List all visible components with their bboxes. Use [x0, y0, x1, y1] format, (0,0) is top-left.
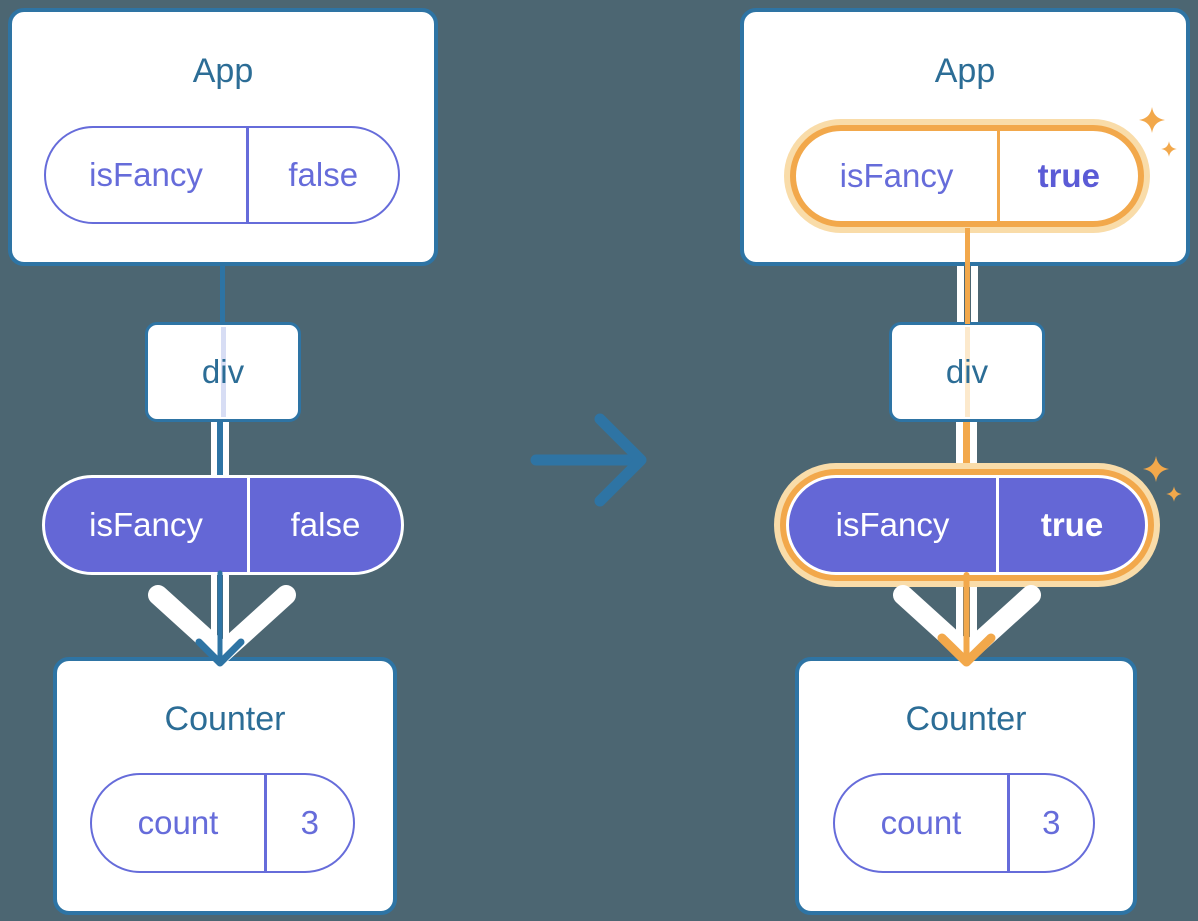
prop-pipe-white-left [956, 574, 963, 642]
passed-prop-pill-after: isFancy true [786, 475, 1148, 575]
prop-value-label: false [288, 156, 359, 193]
prop-pipe-white-right [971, 262, 978, 324]
prop-name-label: isFancy [835, 506, 950, 543]
prop-arrowhead-after [893, 572, 1041, 667]
prop-pipe-white-right [223, 418, 229, 479]
prop-pipe-white-right [223, 572, 229, 642]
prop-pipe-white-left [957, 262, 964, 324]
app-title-before: App [192, 52, 254, 90]
div-label: div [201, 353, 245, 390]
state-value-label: 3 [1042, 804, 1061, 841]
pill-divider [997, 131, 1000, 221]
pill-divider [246, 128, 249, 222]
counter-state-pill-before: count 3 [90, 773, 355, 873]
tree-edge-app-div-before [219, 262, 225, 324]
div-node-after: div [889, 322, 1045, 422]
sparkle-icon [1143, 456, 1169, 482]
edge-through-div-before [220, 327, 226, 417]
prop-pipe-center-after [965, 228, 970, 324]
prop-value-label: true [1040, 506, 1104, 543]
prop-value-label: false [290, 506, 361, 543]
prop-pipe-white-right [970, 418, 977, 478]
prop-pipe-white-left [211, 572, 217, 642]
app-state-pill-before: isFancy false [44, 126, 400, 224]
app-state-pill-after: isFancy true [790, 125, 1144, 227]
arrow-right-icon [530, 413, 647, 507]
counter-title-after: Counter [905, 700, 1027, 738]
pill-divider [1007, 775, 1010, 871]
prop-pipe-white-left [956, 418, 963, 478]
app-title-after: App [934, 52, 996, 90]
pill-divider [264, 775, 267, 871]
div-node-before: div [145, 322, 301, 422]
counter-state-pill-after: count 3 [833, 773, 1095, 873]
prop-pipe-center-after [963, 418, 970, 478]
div-label: div [945, 353, 989, 390]
prop-pipe-white-right [970, 574, 977, 642]
state-name-label: count [880, 804, 962, 841]
counter-title-before: Counter [164, 700, 286, 738]
prop-pipe-white-left [211, 418, 217, 479]
prop-name-label: isFancy [89, 156, 203, 193]
prop-name-label: isFancy [89, 506, 203, 543]
sparkle-icon [1166, 486, 1182, 502]
pill-divider [247, 478, 250, 572]
prop-arrowhead-before [148, 570, 296, 667]
prop-name-label: isFancy [839, 157, 954, 194]
state-name-label: count [137, 804, 219, 841]
state-value-label: 3 [300, 804, 319, 841]
passed-prop-pill-before: isFancy false [42, 475, 404, 575]
prop-pipe-center-before [217, 418, 223, 479]
prop-value-label: true [1037, 157, 1100, 194]
pill-divider [996, 478, 999, 572]
edge-through-div-after [964, 327, 970, 417]
